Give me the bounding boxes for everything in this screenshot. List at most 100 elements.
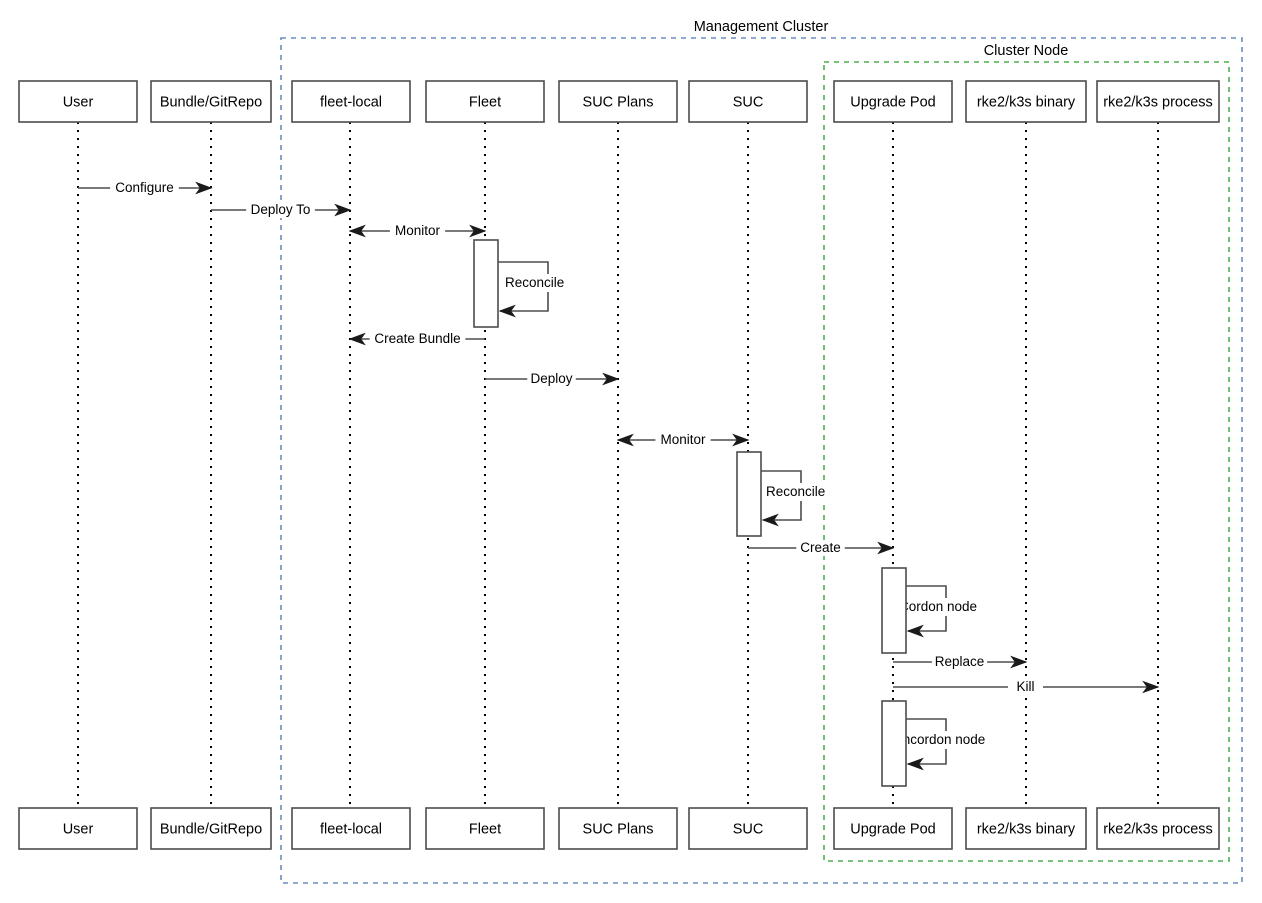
- activation-bar-fleet: [473, 239, 499, 328]
- participant-box-suc[interactable]: [688, 80, 808, 123]
- participant-label-suc: SUC: [733, 94, 764, 110]
- participant-head-suc-plans[interactable]: SUC Plans: [558, 80, 678, 123]
- participant-box-suc[interactable]: [688, 807, 808, 850]
- self-message-loop-reconcile-suc: Reconcile: [761, 470, 831, 527]
- self-message-loop-reconcile-fleet: Reconcile: [498, 261, 570, 318]
- message-label-bg-monitor-suc: [655, 432, 711, 448]
- participant-box-fleet[interactable]: [425, 807, 545, 850]
- participant-box-upgrade-pod[interactable]: [833, 80, 953, 123]
- participant-label-fleet: Fleet: [469, 821, 501, 837]
- message-label-bg-monitor-fleet: [389, 223, 446, 239]
- participant-label-rke2-k3s-binary: rke2/k3s binary: [977, 94, 1076, 110]
- participant-label-fleet: Fleet: [469, 94, 501, 110]
- participant-box-rke2-k3s-process[interactable]: [1096, 807, 1220, 850]
- participant-box-fleet-local[interactable]: [291, 807, 411, 850]
- message-label-bg-deploy-to: [246, 202, 315, 218]
- participant-box-rke2-k3s-process[interactable]: [1096, 80, 1220, 123]
- group-border-management-cluster: [280, 37, 1243, 884]
- participant-foot-fleet-local[interactable]: fleet-local: [291, 807, 411, 850]
- participant-label-fleet-local: fleet-local: [320, 821, 382, 837]
- message-label-bg-configure: [110, 180, 179, 196]
- self-message-loop-uncordon-node: Uncordon node: [891, 718, 985, 771]
- message-create-bundle: Create Bundle: [348, 331, 485, 347]
- participant-head-upgrade-pod[interactable]: Upgrade Pod: [833, 80, 953, 123]
- participant-label-upgrade-pod: Upgrade Pod: [850, 821, 935, 837]
- message-label-monitor-fleet: Monitor: [395, 223, 441, 238]
- participant-label-upgrade-pod: Upgrade Pod: [850, 94, 935, 110]
- participant-label-fleet-local: fleet-local: [320, 94, 382, 110]
- participant-label-suc: SUC: [733, 821, 764, 837]
- lifelines-layer: [77, 122, 1159, 808]
- self-message-label-loop-uncordon-node: Uncordon node: [893, 732, 985, 747]
- message-monitor-suc: Monitor: [616, 432, 750, 448]
- participant-head-suc[interactable]: SUC: [688, 80, 808, 123]
- self-message-label-bg-loop-reconcile-fleet: [503, 274, 570, 292]
- participant-label-rke2-k3s-process: rke2/k3s process: [1103, 94, 1213, 110]
- participant-box-bundle-gitrepo[interactable]: [150, 80, 272, 123]
- participant-label-bundle-gitrepo: Bundle/GitRepo: [160, 821, 262, 837]
- message-label-create-bundle: Create Bundle: [374, 331, 460, 346]
- participant-head-fleet[interactable]: Fleet: [425, 80, 545, 123]
- participant-label-suc-plans: SUC Plans: [583, 821, 654, 837]
- participant-label-bundle-gitrepo: Bundle/GitRepo: [160, 94, 262, 110]
- participant-box-suc-plans[interactable]: [558, 80, 678, 123]
- participant-box-fleet-local[interactable]: [291, 80, 411, 123]
- participant-head-rke2-k3s-binary[interactable]: rke2/k3s binary: [965, 80, 1087, 123]
- participant-foot-rke2-k3s-binary[interactable]: rke2/k3s binary: [965, 807, 1087, 850]
- message-monitor-fleet: Monitor: [348, 223, 487, 239]
- participant-head-user[interactable]: User: [18, 80, 138, 123]
- participant-box-bundle-gitrepo[interactable]: [150, 807, 272, 850]
- self-message-label-loop-reconcile-fleet: Reconcile: [505, 275, 564, 290]
- participant-box-rke2-k3s-binary[interactable]: [965, 80, 1087, 123]
- participant-label-user: User: [63, 821, 94, 837]
- message-label-deploy: Deploy: [530, 371, 572, 386]
- participant-box-user[interactable]: [18, 80, 138, 123]
- message-label-bg-create: [796, 540, 845, 556]
- message-deploy-to: Deploy To: [211, 202, 352, 218]
- participant-foot-suc[interactable]: SUC: [688, 807, 808, 850]
- participant-foot-suc-plans[interactable]: SUC Plans: [558, 807, 678, 850]
- message-kill: Kill: [893, 679, 1160, 695]
- participant-box-rke2-k3s-binary[interactable]: [965, 807, 1087, 850]
- participant-foot-bundle-gitrepo[interactable]: Bundle/GitRepo: [150, 807, 272, 850]
- participant-box-fleet[interactable]: [425, 80, 545, 123]
- message-label-kill: Kill: [1016, 679, 1034, 694]
- participant-label-user: User: [63, 94, 94, 110]
- message-replace: Replace: [893, 654, 1028, 670]
- activation-bar-upgrade-pod: [881, 567, 907, 654]
- participant-head-rke2-k3s-process[interactable]: rke2/k3s process: [1096, 80, 1220, 123]
- participant-label-rke2-k3s-binary: rke2/k3s binary: [977, 821, 1076, 837]
- self-message-label-bg-loop-reconcile-suc: [764, 483, 831, 501]
- participant-box-user[interactable]: [18, 807, 138, 850]
- message-label-monitor-suc: Monitor: [660, 432, 706, 447]
- message-label-configure: Configure: [115, 180, 174, 195]
- participant-head-fleet-local[interactable]: fleet-local: [291, 80, 411, 123]
- participant-boxes-layer: UserUserBundle/GitRepoBundle/GitRepoflee…: [18, 80, 1220, 850]
- participant-foot-rke2-k3s-process[interactable]: rke2/k3s process: [1096, 807, 1220, 850]
- message-label-bg-replace: [931, 654, 988, 670]
- participant-foot-upgrade-pod[interactable]: Upgrade Pod: [833, 807, 953, 850]
- message-label-bg-deploy: [527, 371, 576, 387]
- participant-head-bundle-gitrepo[interactable]: Bundle/GitRepo: [150, 80, 272, 123]
- message-label-bg-kill: [1008, 679, 1043, 695]
- group-border-cluster-node: [823, 61, 1230, 862]
- message-label-deploy-to: Deploy To: [251, 202, 311, 217]
- self-message-label-bg-loop-uncordon-node: [891, 731, 985, 749]
- activation-bar-upgrade-pod: [881, 700, 907, 787]
- activations-layer: [473, 239, 907, 787]
- activation-bar-suc: [736, 451, 762, 537]
- message-label-replace: Replace: [935, 654, 985, 669]
- participant-box-upgrade-pod[interactable]: [833, 807, 953, 850]
- message-deploy: Deploy: [485, 371, 620, 387]
- participant-foot-user[interactable]: User: [18, 807, 138, 850]
- participant-label-rke2-k3s-process: rke2/k3s process: [1103, 821, 1213, 837]
- group-management-cluster: Management Cluster: [280, 19, 1243, 884]
- participant-foot-fleet[interactable]: Fleet: [425, 807, 545, 850]
- message-configure: Configure: [78, 180, 213, 196]
- participant-box-suc-plans[interactable]: [558, 807, 678, 850]
- message-label-create: Create: [800, 540, 841, 555]
